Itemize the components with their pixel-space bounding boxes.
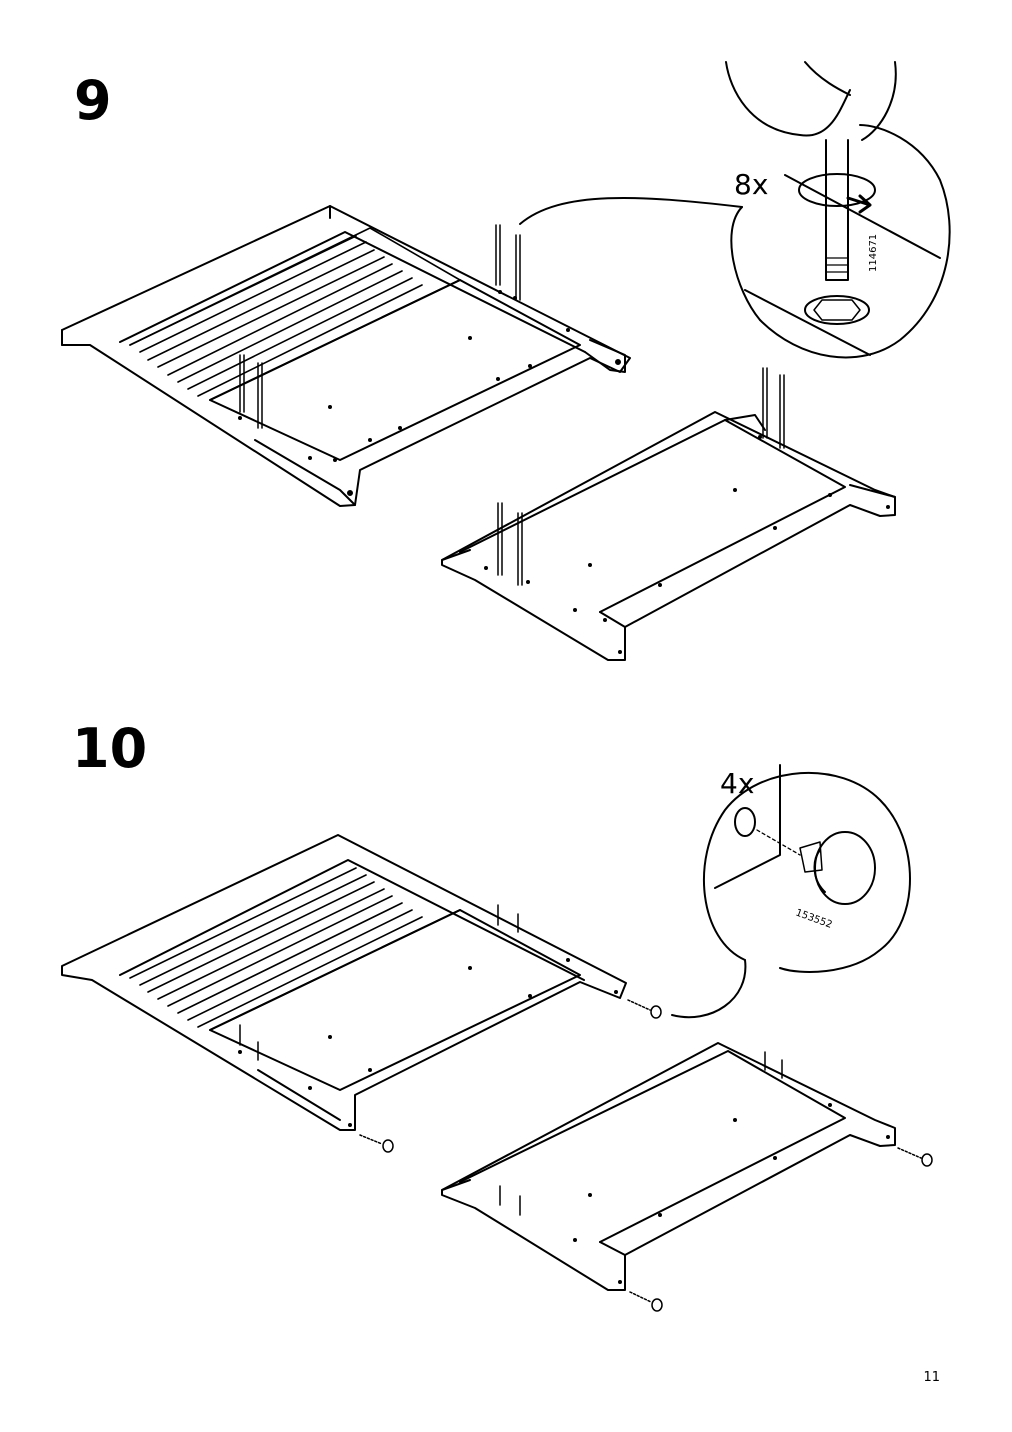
callout-9: 8x 114671 [519,61,951,359]
footboard-frame [441,367,896,661]
headboard-frame [61,205,631,507]
callout-10: 4x 153552 [671,764,911,1019]
dowel-icon [239,904,519,1061]
headboard-slats [129,227,461,397]
quantity-label-9: 8x [734,168,768,201]
part-number-9: 114671 [868,234,879,272]
dowel-icon [239,224,521,429]
step-number-10: 10 [72,717,148,780]
dowel-icon [497,367,785,586]
quantity-label-10: 4x [720,767,754,800]
screw-holes [238,958,618,1127]
screw-holes [484,435,890,654]
headboard-frame-10 [61,834,627,1131]
dowel-icon [499,1051,783,1216]
page-number: 11 [923,1370,940,1385]
footboard-frame-10 [441,1042,896,1291]
plastic-foot-icon [359,999,933,1312]
step-number-9: 9 [74,69,112,132]
screw-holes [573,1103,890,1284]
screw-holes [238,290,570,462]
part-number-10: 153552 [794,907,834,930]
headboard-slats [129,867,423,1028]
